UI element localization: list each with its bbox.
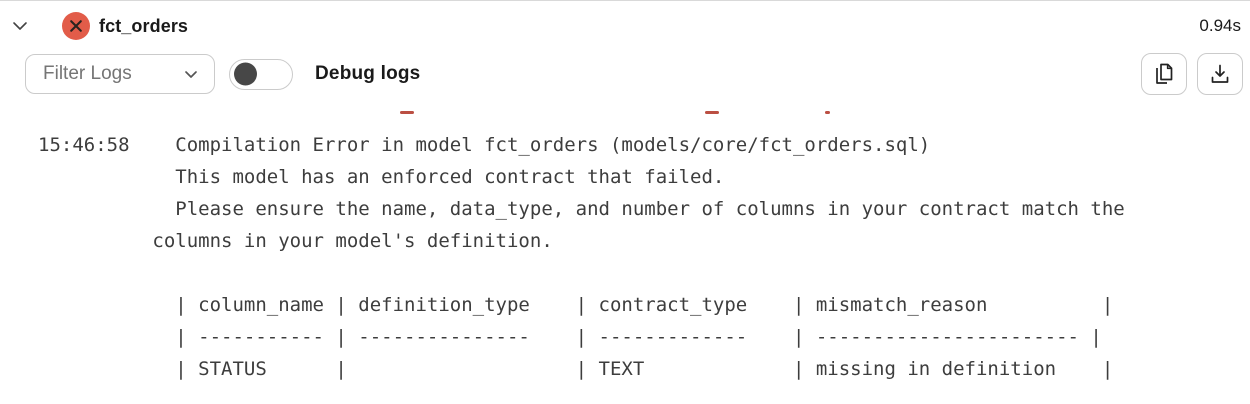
chevron-down-icon <box>12 21 28 31</box>
copy-icon <box>1153 62 1175 86</box>
chevron-down-icon <box>184 70 198 79</box>
log-toolbar: Filter Logs Debug logs <box>0 51 1250 97</box>
run-header: fct_orders 0.94s <box>0 1 1250 51</box>
error-status-icon <box>62 12 90 40</box>
run-duration: 0.94s <box>1199 16 1241 35</box>
download-icon <box>1209 63 1231 85</box>
toggle-knob <box>234 62 257 86</box>
download-logs-button[interactable] <box>1197 53 1243 95</box>
debug-logs-label: Debug logs <box>315 63 421 84</box>
filter-logs-label: Filter Logs <box>43 63 132 84</box>
log-output: 15:46:58 Compilation Error in model fct_… <box>0 97 1250 404</box>
collapse-button[interactable] <box>8 14 32 38</box>
red-text-artifact <box>705 111 719 114</box>
model-name-title: fct_orders <box>99 15 189 36</box>
debug-logs-toggle[interactable] <box>229 58 293 90</box>
copy-logs-button[interactable] <box>1141 53 1187 95</box>
red-text-artifact <box>400 111 414 114</box>
log-text: 15:46:58 Compilation Error in model fct_… <box>38 134 1125 380</box>
filter-logs-dropdown[interactable]: Filter Logs <box>25 54 215 94</box>
red-text-artifact <box>825 111 830 114</box>
